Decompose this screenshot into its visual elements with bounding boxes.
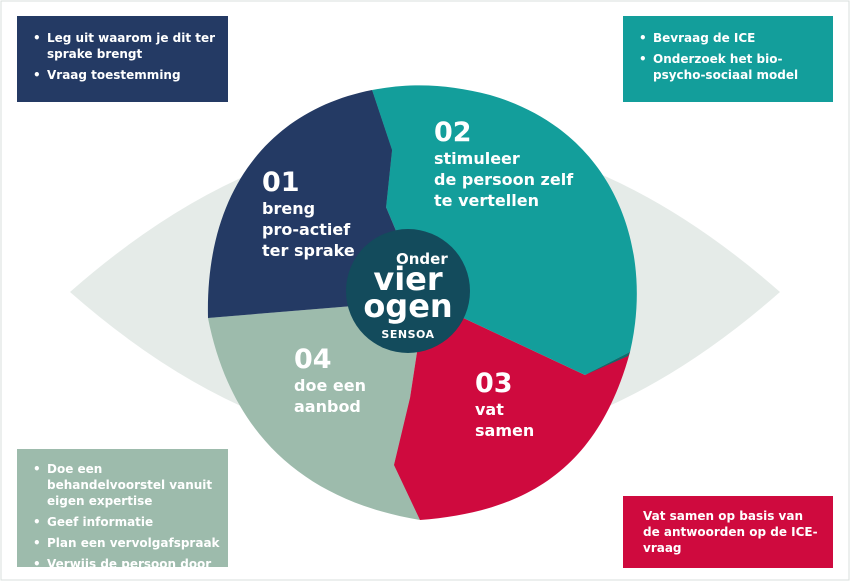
center-title-onder: Onder	[396, 250, 448, 268]
segment-02-number: 02	[434, 117, 472, 148]
sensoa-logo: SENSOA	[381, 328, 435, 341]
segment-01-line: ter sprake	[262, 241, 355, 260]
segment-04-line: aanbod	[294, 397, 361, 416]
segment-03-number: 03	[475, 368, 513, 399]
list-item: Verwijs de persoon door	[31, 556, 220, 572]
segment-04-line: doe een	[294, 376, 366, 395]
list-item: Bevraag de ICE	[637, 30, 823, 46]
box-bottom-left-list: Doe een behandelvoorstel vanuit eigen ex…	[31, 461, 220, 572]
center-title-ogen: ogen	[363, 287, 453, 325]
segment-03-shape	[394, 300, 630, 520]
list-item: Geef informatie	[31, 514, 220, 530]
center-title-vier: vier	[373, 260, 443, 298]
segment-02-label: 02 stimuleer de persoon zelf te vertelle…	[434, 118, 573, 211]
segment-02-line: de persoon zelf	[434, 170, 574, 189]
list-item: Onderzoek het bio-psycho-sociaal model	[637, 51, 823, 83]
segment-01-number: 01	[262, 167, 300, 198]
segment-03-line: vat	[475, 400, 504, 419]
segment-02-line: te vertellen	[434, 191, 539, 210]
segment-04-number: 04	[294, 344, 332, 375]
box-bottom-right-text: Vat samen op basis van de antwoorden op …	[643, 509, 818, 555]
segment-03-line: samen	[475, 421, 535, 440]
box-top-right-list: Bevraag de ICE Onderzoek het bio-psycho-…	[637, 30, 823, 83]
segment-01-line: pro-actief	[262, 220, 351, 239]
box-top-right: Bevraag de ICE Onderzoek het bio-psycho-…	[623, 16, 833, 102]
box-top-left-list: Leg uit waarom je dit ter sprake brengt …	[31, 30, 216, 83]
list-item: Doe een behandelvoorstel vanuit eigen ex…	[31, 461, 220, 509]
segment-01-label: 01 breng pro-actief ter sprake	[262, 168, 355, 261]
segment-01-line: breng	[262, 199, 316, 218]
segment-04-label: 04 doe een aanbod	[294, 345, 366, 417]
box-bottom-left: Doe een behandelvoorstel vanuit eigen ex…	[17, 449, 228, 572]
box-top-left: Leg uit waarom je dit ter sprake brengt …	[17, 16, 228, 102]
segment-02-line: stimuleer	[434, 149, 520, 168]
center-circle	[346, 229, 470, 353]
box-bottom-right: Vat samen op basis van de antwoorden op …	[623, 496, 833, 568]
segment-03-label: 03 vat samen	[475, 369, 534, 441]
list-item: Plan een vervolgafspraak	[31, 535, 220, 551]
list-item: Leg uit waarom je dit ter sprake brengt	[31, 30, 216, 62]
list-item: Vraag toestemming	[31, 67, 216, 83]
